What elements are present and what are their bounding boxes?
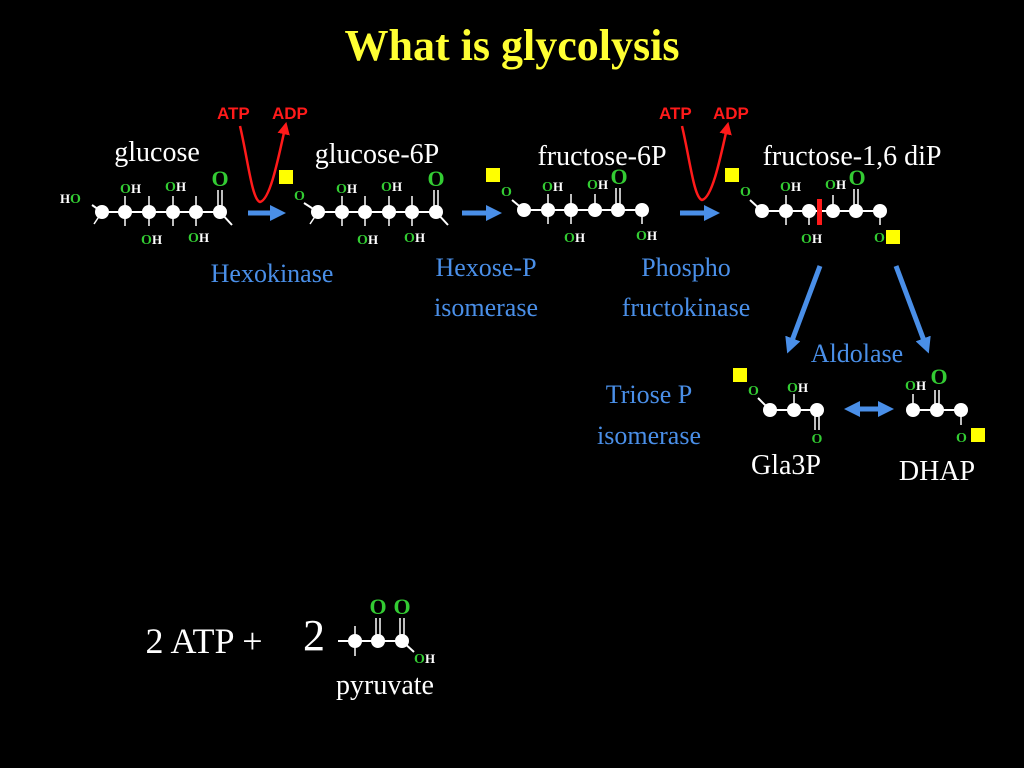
hydrogen-atom: H	[347, 181, 357, 196]
hydrogen-atom: H	[647, 228, 657, 243]
glycolysis-yield: 2 ATP + 2 O O O H pyruvate	[146, 594, 436, 701]
hydrogen-atom: H	[415, 230, 425, 245]
atp-yield-label: 2 ATP +	[146, 621, 263, 661]
oxygen-atom: O	[141, 233, 152, 248]
oxygen-atom: O	[188, 231, 199, 246]
glucose-molecule: glucose H O O H O H O H O H O	[60, 137, 233, 248]
phosphate-square	[279, 170, 293, 184]
hydrogen-atom: H	[60, 191, 70, 206]
hydrogen-atom: H	[836, 177, 846, 192]
oxygen-atom: O	[404, 231, 415, 246]
enzyme-phosphofructokinase-line2: fructokinase	[622, 293, 751, 322]
hydrogen-atom: H	[598, 177, 608, 192]
glucose-6p-label: glucose-6P	[315, 139, 439, 170]
pyruvate-count: 2	[303, 611, 325, 660]
oxygen-atom: O	[542, 180, 553, 195]
oxygen-atom: O	[874, 231, 885, 246]
oxygen-atom: O	[393, 594, 410, 619]
dhap-molecule: O H O O DHAP	[899, 364, 985, 487]
enzyme-hexose-p-isomerase-line2: isomerase	[434, 293, 538, 322]
fructose-6p-label: fructose-6P	[537, 141, 666, 172]
oxygen-atom: O	[801, 232, 812, 247]
cleavage-mark	[817, 199, 822, 225]
enzyme-aldolase: Aldolase	[811, 339, 903, 368]
phosphate-square	[486, 168, 500, 182]
adp-label-1: ADP	[272, 104, 308, 123]
dhap-label: DHAP	[899, 456, 975, 487]
atp-label-1: ATP	[217, 104, 250, 123]
oxygen-atom: O	[787, 381, 798, 396]
phosphate-square	[733, 368, 747, 382]
hydrogen-atom: H	[798, 380, 808, 395]
phosphate-square	[886, 230, 900, 244]
hydrogen-atom: H	[916, 378, 926, 393]
glucose-label: glucose	[114, 137, 200, 168]
oxygen-atom: O	[336, 182, 347, 197]
enzyme-hexose-p-isomerase-line1: Hexose-P	[435, 253, 536, 282]
oxygen-atom: O	[357, 233, 368, 248]
aldolase-arrow-left	[785, 265, 823, 354]
oxygen-atom: O	[165, 180, 176, 195]
oxygen-atom: O	[427, 166, 444, 191]
hydrogen-atom: H	[131, 181, 141, 196]
slide-title: What is glycolysis	[345, 21, 680, 70]
phosphate-square	[971, 428, 985, 442]
oxygen-atom: O	[825, 178, 836, 193]
fructose-16-dip-molecule: fructose-1,6 diP O O H O H O H O O	[725, 141, 941, 247]
hydrogen-atom: H	[176, 179, 186, 194]
oxygen-atom: O	[956, 431, 967, 446]
hexokinase-cofactor: ATP ADP	[217, 104, 308, 204]
oxygen-atom: O	[381, 180, 392, 195]
hydrogen-atom: H	[812, 231, 822, 246]
hydrogen-atom: H	[425, 651, 435, 666]
atp-label-2: ATP	[659, 104, 692, 123]
hydrogen-atom: H	[575, 230, 585, 245]
fructose-16-dip-label: fructose-1,6 diP	[763, 141, 942, 172]
glucose-6p-molecule: glucose-6P O O H O H O H O H O	[279, 139, 449, 248]
phosphofructokinase-cofactor: ATP ADP	[659, 104, 749, 202]
hydrogen-atom: H	[368, 232, 378, 247]
oxygen-atom: O	[211, 166, 228, 191]
aldolase-arrow-right	[893, 265, 931, 354]
oxygen-atom: O	[70, 192, 81, 207]
enzyme-triose-p-isomerase-line2: isomerase	[597, 421, 701, 450]
oxygen-atom: O	[812, 432, 823, 447]
oxygen-atom: O	[905, 379, 916, 394]
oxygen-atom: O	[564, 231, 575, 246]
oxygen-atom: O	[740, 185, 751, 200]
enzyme-triose-p-isomerase-line1: Triose P	[606, 380, 692, 409]
oxygen-atom: O	[636, 229, 647, 244]
oxygen-atom: O	[848, 165, 865, 190]
hydrogen-atom: H	[152, 232, 162, 247]
fructose-6p-molecule: fructose-6P O O H O H O H O H O	[486, 141, 667, 246]
hydrogen-atom: H	[199, 230, 209, 245]
oxygen-atom: O	[501, 185, 512, 200]
phosphate-square	[725, 168, 739, 182]
adp-label-2: ADP	[713, 104, 749, 123]
gla3p-label: Gla3P	[751, 450, 821, 481]
oxygen-atom: O	[780, 180, 791, 195]
oxygen-atom: O	[369, 594, 386, 619]
enzyme-phosphofructokinase-line1: Phospho	[641, 253, 731, 282]
oxygen-atom: O	[294, 189, 305, 204]
oxygen-atom: O	[414, 652, 425, 667]
oxygen-atom: O	[120, 182, 131, 197]
oxygen-atom: O	[610, 164, 627, 189]
pyruvate-label: pyruvate	[336, 670, 434, 701]
enzyme-hexokinase: Hexokinase	[211, 259, 334, 288]
oxygen-atom: O	[748, 384, 759, 399]
hydrogen-atom: H	[553, 179, 563, 194]
oxygen-atom: O	[930, 364, 947, 389]
oxygen-atom: O	[587, 178, 598, 193]
hydrogen-atom: H	[791, 179, 801, 194]
gla3p-molecule: O O H O Gla3P	[733, 368, 824, 481]
hydrogen-atom: H	[392, 179, 402, 194]
